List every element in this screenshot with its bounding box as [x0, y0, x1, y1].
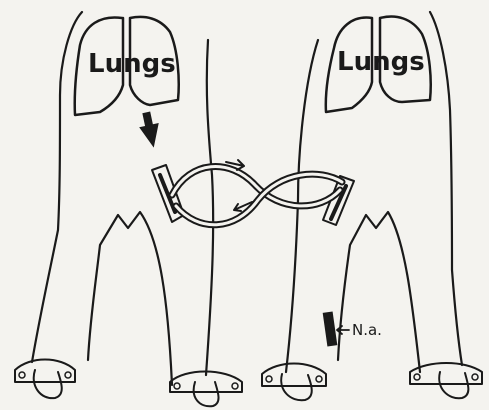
right-animal-right-paw: [410, 363, 482, 398]
left-lungs-label: Lungs: [88, 49, 176, 79]
right-lungs-label: Lungs: [337, 47, 425, 77]
right-animal-left-paw: [262, 364, 326, 401]
left-up-arrow: [136, 110, 163, 149]
na-label: N.a.: [352, 321, 382, 339]
left-animal-left-paw: [15, 360, 75, 399]
cross-circulation-tubing: [152, 160, 354, 225]
left-animal-right-paw: [170, 372, 242, 407]
na-marker: [323, 311, 349, 346]
